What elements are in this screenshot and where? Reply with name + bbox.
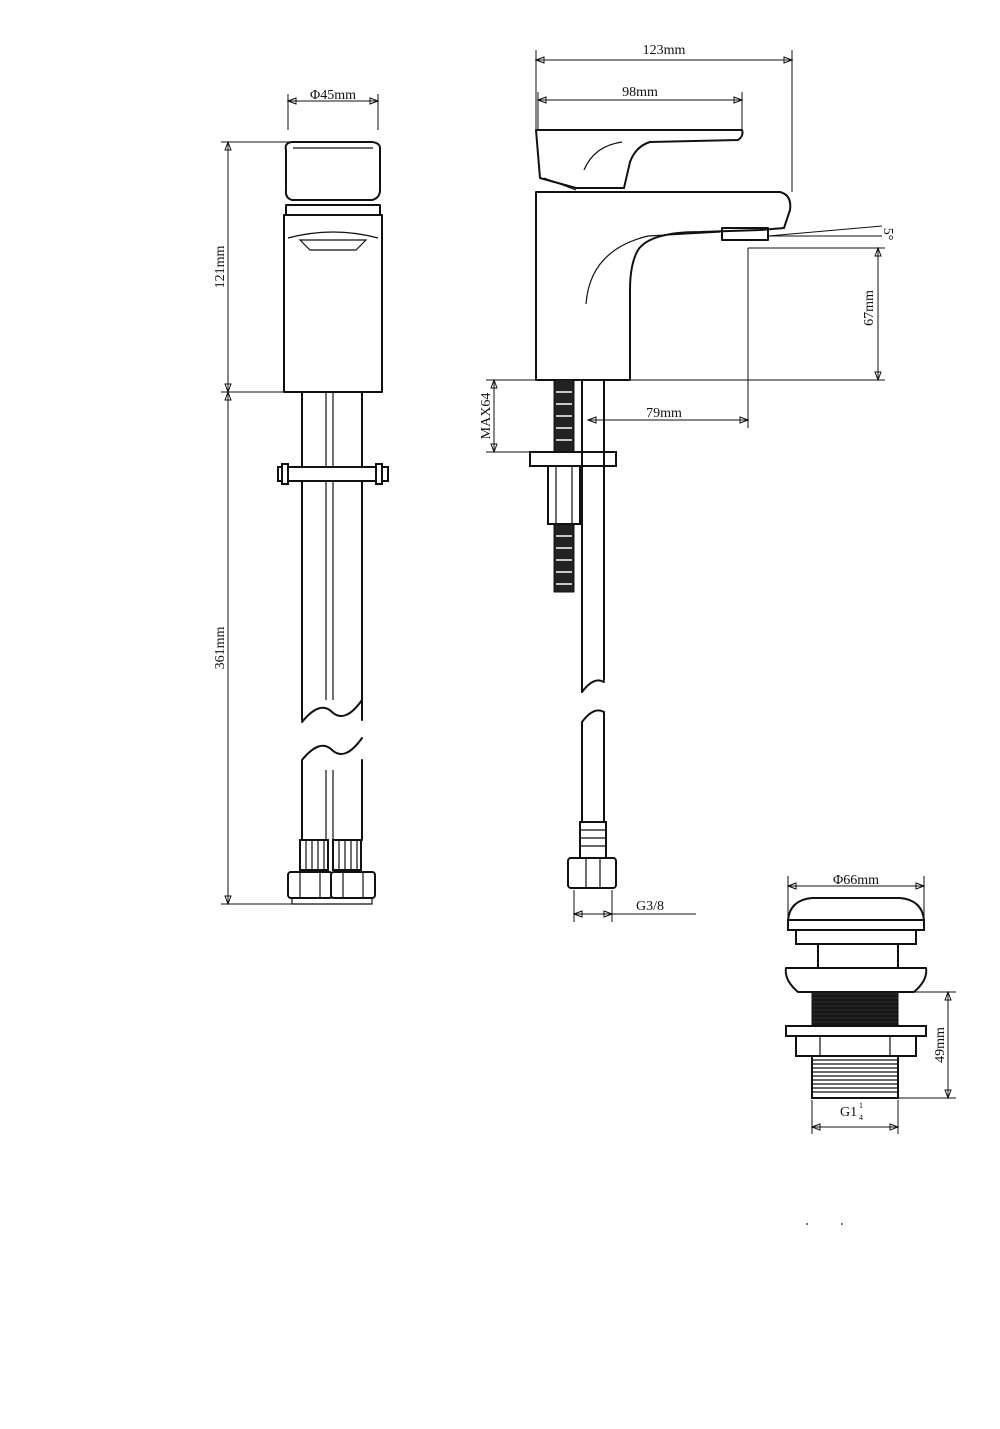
waste-thread-label: G1 — [840, 1105, 857, 1120]
spout-angle-dimension: 5° — [767, 225, 895, 241]
spout-height-label: 67mm — [862, 290, 877, 326]
waste-diameter-dimension: Φ66mm — [786, 873, 926, 918]
front-hose-length-dimension: 361mm — [213, 390, 292, 906]
side-total-length-dimension: 123mm — [534, 43, 794, 192]
front-diameter-label: Φ45mm — [310, 88, 356, 103]
faucet-side-view-icon — [529, 129, 792, 889]
side-handle-length-dimension: 98mm — [536, 85, 744, 130]
waste-diameter-label: Φ66mm — [833, 873, 879, 888]
side-total-length-label: 123mm — [643, 43, 686, 58]
spout-reach-label: 79mm — [646, 406, 682, 421]
stray-marks — [806, 1223, 843, 1225]
faucet-front-view-icon — [277, 141, 389, 905]
front-diameter-dimension: Φ45mm — [286, 88, 380, 130]
front-hose-length-label: 361mm — [213, 627, 228, 670]
waste-thread-dimension: G1 1 4 — [810, 1100, 900, 1134]
waste-thread-numerator: 1 — [859, 1101, 863, 1110]
max-deck-label: MAX64 — [479, 393, 494, 440]
spout-reach-dimension: 79mm — [586, 248, 750, 428]
hose-thread-label: G3/8 — [636, 899, 664, 914]
spout-angle-label: 5° — [880, 228, 895, 241]
waste-thread-denominator: 4 — [859, 1113, 863, 1122]
pop-up-waste-icon — [784, 897, 928, 1099]
front-body-height-label: 121mm — [213, 246, 228, 289]
front-body-height-dimension: 121mm — [213, 140, 290, 394]
side-handle-length-label: 98mm — [622, 85, 658, 100]
waste-height-label: 49mm — [933, 1027, 948, 1063]
waste-height-dimension: 49mm — [898, 990, 956, 1100]
max-deck-dimension: MAX64 — [479, 378, 540, 454]
hose-thread-dimension: G3/8 — [572, 890, 696, 922]
spout-height-dimension: 67mm — [630, 246, 885, 382]
